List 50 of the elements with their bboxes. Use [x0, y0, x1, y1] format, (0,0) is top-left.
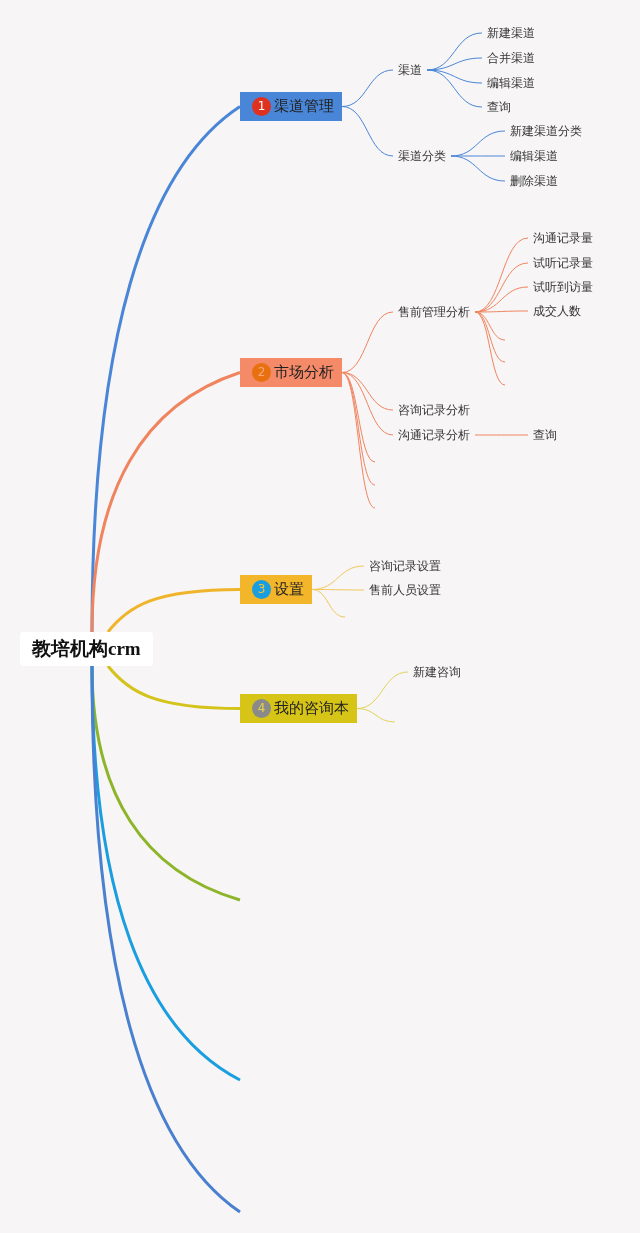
subtopic-label: 新建咨询 — [408, 664, 466, 680]
main-branch — [106, 588, 241, 633]
branch-line — [341, 106, 394, 157]
topic-box — [240, 694, 357, 723]
topic-box — [240, 92, 342, 121]
subtopic-label: 试听到访量 — [528, 279, 598, 295]
main-branch — [90, 105, 241, 633]
subtopic-label: 删除渠道 — [505, 173, 563, 189]
subtopic-label: 沟通记录分析 — [393, 427, 475, 443]
subtopic-label: 查询 — [482, 99, 516, 115]
branch-line — [341, 372, 376, 509]
topic-label: 设置 — [274, 580, 304, 599]
central-topic: 教培机构crm — [20, 632, 153, 666]
branch-line — [474, 310, 529, 313]
topic-label: 市场分析 — [274, 363, 334, 382]
topic-box — [240, 358, 342, 387]
number-badge: 2 — [252, 363, 271, 382]
branch-line — [450, 155, 506, 182]
subtopic-label: 新建渠道 — [482, 25, 540, 41]
subtopic-label: 编辑渠道 — [482, 75, 540, 91]
topic-box — [240, 575, 312, 604]
main-branch — [90, 371, 241, 633]
subtopic-label: 售前人员设置 — [364, 582, 446, 598]
topic-label: 渠道管理 — [274, 97, 334, 116]
subtopic-label: 渠道分类 — [393, 148, 451, 164]
subtopic-label: 合并渠道 — [482, 50, 540, 66]
subtopic-label: 渠道 — [393, 62, 427, 78]
branch-line — [474, 311, 506, 386]
subtopic-label: 售前管理分析 — [393, 304, 475, 320]
branch-line — [341, 372, 394, 436]
subtopic-label: 试听记录量 — [528, 255, 598, 271]
main-branch — [90, 665, 241, 1214]
subtopic-label: 新建渠道分类 — [505, 123, 587, 139]
number-badge: 4 — [252, 699, 271, 718]
subtopic-label: 查询 — [528, 427, 562, 443]
main-branch — [106, 665, 241, 710]
number-badge: 1 — [252, 97, 271, 116]
branch-line — [474, 434, 529, 436]
subtopic-label: 编辑渠道 — [505, 148, 563, 164]
branch-line — [426, 69, 483, 84]
branch-line — [311, 589, 346, 618]
subtopic-label: 咨询记录设置 — [364, 558, 446, 574]
number-badge: 3 — [252, 580, 271, 599]
branch-line — [341, 311, 394, 373]
topic-label: 我的咨询本 — [274, 699, 349, 718]
subtopic-label: 咨询记录分析 — [393, 402, 475, 418]
subtopic-label: 沟通记录量 — [528, 230, 598, 246]
branch-line — [356, 708, 396, 723]
subtopic-label: 成交人数 — [528, 303, 586, 319]
branch-line — [426, 69, 483, 108]
